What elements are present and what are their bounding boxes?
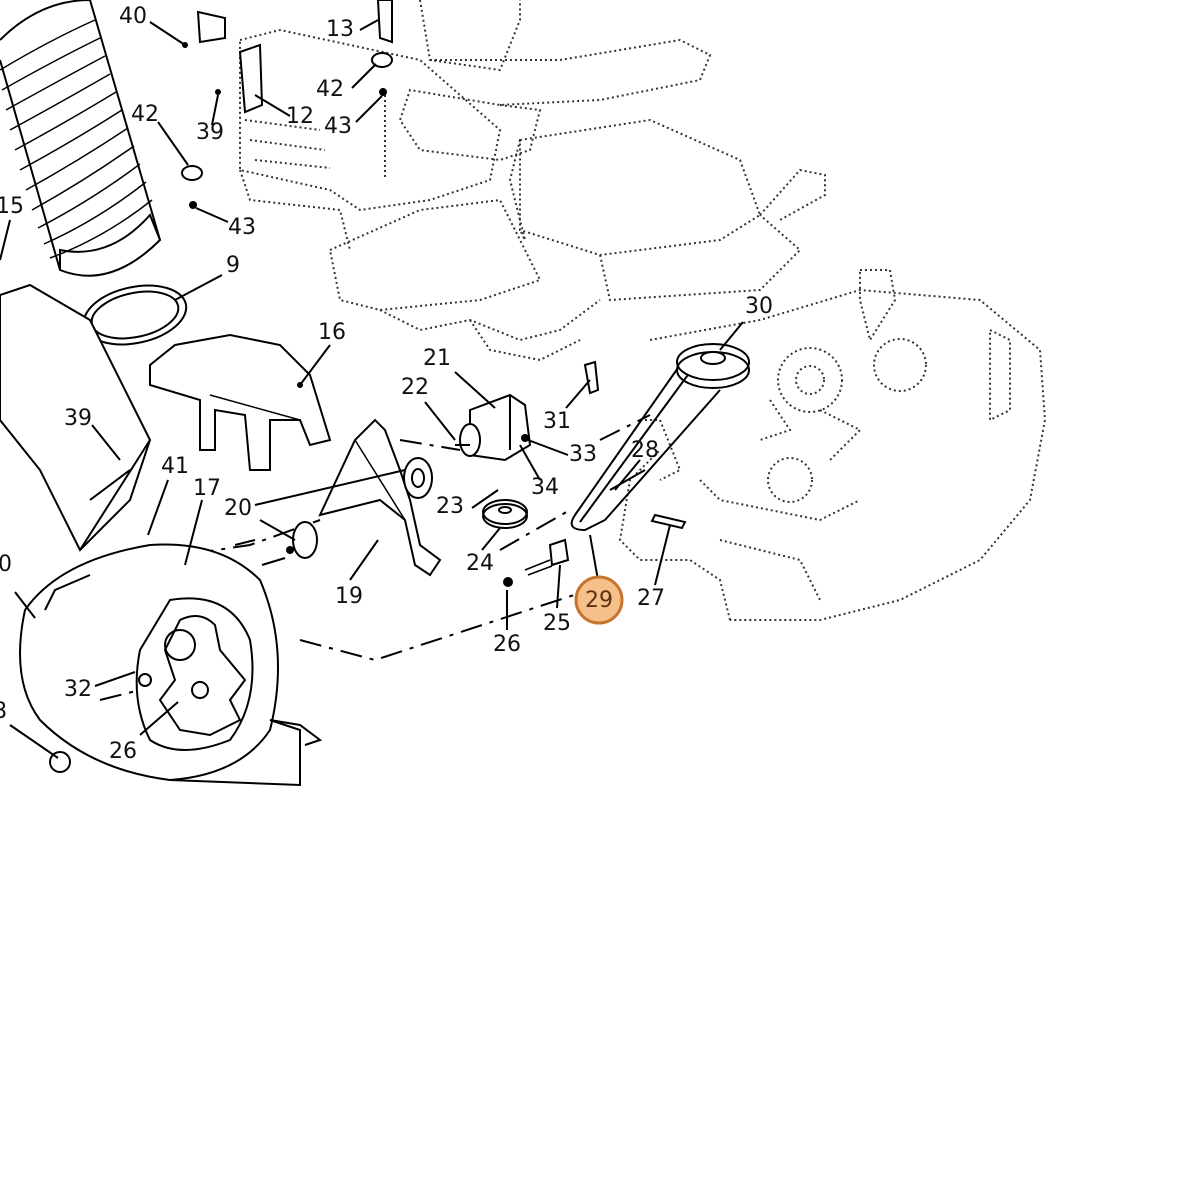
callout-27[interactable]: 27 bbox=[637, 586, 665, 611]
blower-housing bbox=[19, 543, 323, 787]
highlighted-callout-circle[interactable] bbox=[574, 575, 624, 625]
callout-17[interactable]: 17 bbox=[193, 476, 221, 501]
hub-20-right bbox=[403, 457, 433, 499]
leader-lines bbox=[0, 19, 744, 759]
belt-shield bbox=[149, 333, 332, 471]
callout-0[interactable]: 0 bbox=[0, 552, 12, 577]
callout-34[interactable]: 34 bbox=[531, 475, 559, 500]
mower-deck-ghost bbox=[618, 269, 1047, 621]
callout-43-top[interactable]: 43 bbox=[324, 114, 352, 139]
callout-39-top[interactable]: 39 bbox=[196, 120, 224, 145]
callout-29[interactable]: 29 bbox=[585, 588, 613, 613]
callout-31[interactable]: 31 bbox=[543, 409, 571, 434]
callout-20[interactable]: 20 bbox=[224, 496, 252, 521]
idler-bracket bbox=[503, 538, 570, 587]
callout-23[interactable]: 23 bbox=[436, 494, 464, 519]
callout-21[interactable]: 21 bbox=[423, 346, 451, 371]
callout-26-left[interactable]: 26 bbox=[109, 739, 137, 764]
baffle-plate bbox=[318, 418, 442, 577]
gearbox bbox=[455, 393, 532, 462]
callout-28[interactable]: 28 bbox=[631, 438, 659, 463]
callout-15[interactable]: 15 bbox=[0, 194, 24, 219]
callout-26-right[interactable]: 26 bbox=[493, 632, 521, 657]
callout-labels: 40 13 42 43 12 39 42 43 15 9 16 39 41 17… bbox=[0, 4, 773, 764]
callout-32[interactable]: 32 bbox=[64, 677, 92, 702]
callout-39-left[interactable]: 39 bbox=[64, 406, 92, 431]
pin-28 bbox=[609, 469, 646, 491]
callout-30[interactable]: 30 bbox=[745, 294, 773, 319]
pin-27 bbox=[650, 513, 687, 530]
callout-8[interactable]: 8 bbox=[0, 699, 7, 724]
hub-20-left bbox=[292, 521, 318, 559]
drive-belt bbox=[570, 364, 721, 532]
callout-41[interactable]: 41 bbox=[161, 454, 189, 479]
callout-25[interactable]: 25 bbox=[543, 611, 571, 636]
callout-19[interactable]: 19 bbox=[335, 584, 363, 609]
callout-42-top[interactable]: 42 bbox=[316, 77, 344, 102]
callout-42-left[interactable]: 42 bbox=[131, 102, 159, 127]
callout-40[interactable]: 40 bbox=[119, 4, 147, 29]
callout-22[interactable]: 22 bbox=[401, 375, 429, 400]
callout-16[interactable]: 16 bbox=[318, 320, 346, 345]
callout-9[interactable]: 9 bbox=[226, 253, 240, 278]
callout-24[interactable]: 24 bbox=[466, 551, 494, 576]
callout-43-left[interactable]: 43 bbox=[228, 215, 256, 240]
bracket-31 bbox=[583, 360, 600, 395]
hose-clamp-inner bbox=[90, 290, 180, 340]
tractor-body-ghost bbox=[239, 0, 826, 362]
callout-33[interactable]: 33 bbox=[569, 442, 597, 467]
callout-12[interactable]: 12 bbox=[286, 104, 314, 129]
pulley-30 bbox=[676, 343, 750, 389]
callout-13[interactable]: 13 bbox=[326, 17, 354, 42]
discharge-hose bbox=[0, 0, 162, 277]
